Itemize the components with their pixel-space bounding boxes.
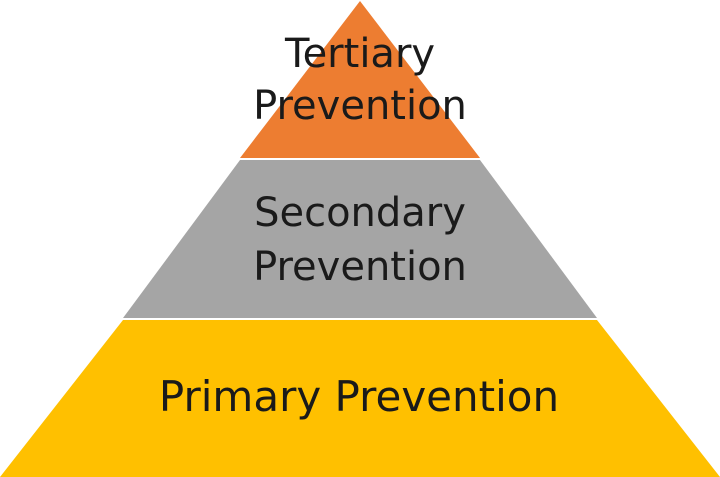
tier-primary-shape — [0, 320, 720, 477]
tier-secondary-prevention: Secondary Prevention — [123, 160, 597, 318]
tier-primary-label: Primary Prevention — [159, 372, 559, 421]
tier-tertiary-prevention: Tertiary Prevention — [240, 1, 480, 158]
tier-tertiary-label-line-2: Prevention — [253, 83, 467, 129]
tier-tertiary-shape — [240, 1, 480, 158]
tier-secondary-label-line-2: Prevention — [253, 244, 467, 290]
tier-secondary-shape — [123, 160, 597, 318]
tier-tertiary-label-line-1: Tertiary — [284, 31, 435, 77]
tier-secondary-label-line-1: Secondary — [254, 190, 466, 236]
tier-primary-prevention: Primary Prevention — [0, 320, 720, 477]
